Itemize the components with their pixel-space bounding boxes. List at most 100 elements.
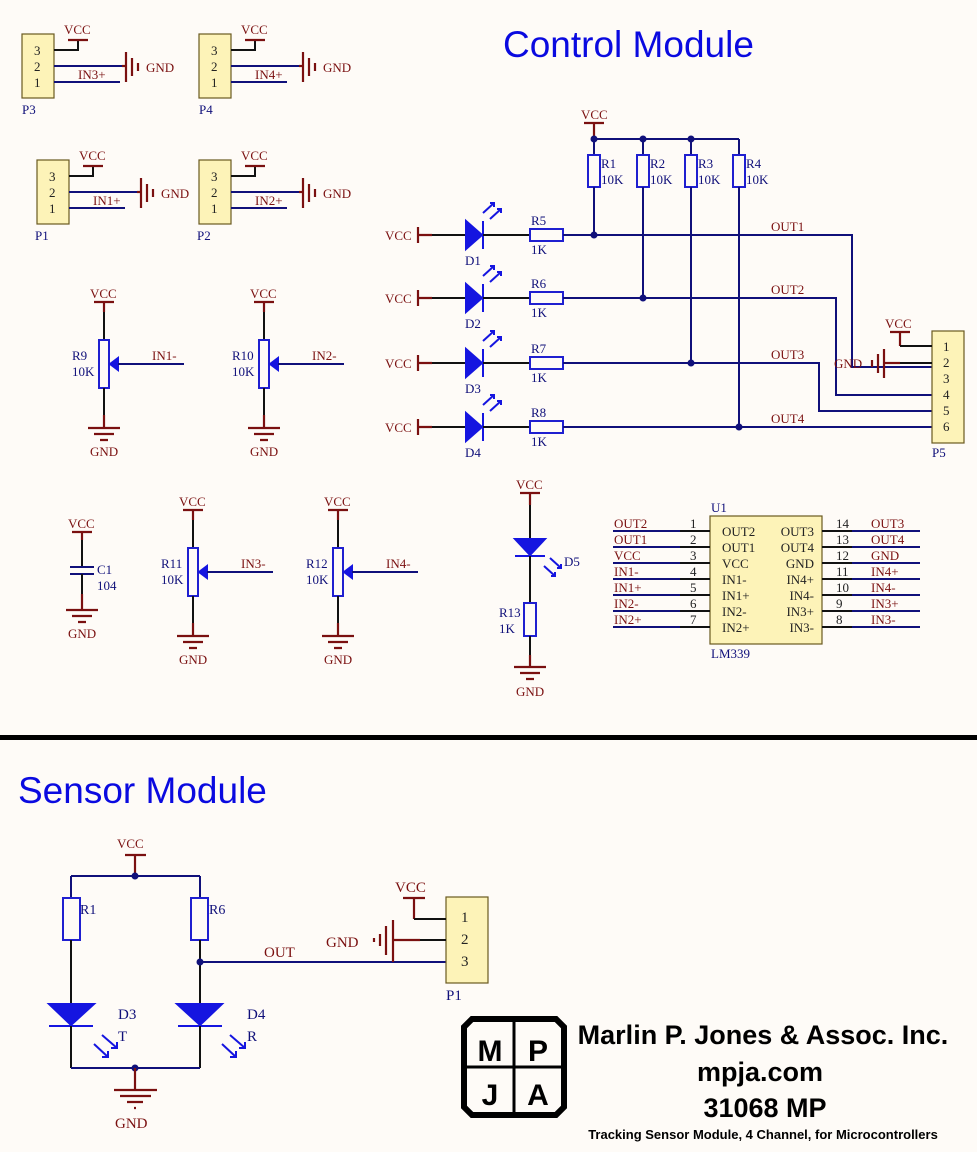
pin-number: 2 — [690, 532, 697, 547]
led-d3-icon — [465, 346, 484, 380]
resistor-r2 — [636, 154, 650, 188]
vcc-label: VCC — [324, 494, 351, 509]
gnd-symbol-icon — [88, 426, 120, 442]
gnd-label: GND — [68, 626, 96, 641]
vcc-label: VCC — [385, 228, 412, 243]
net-label: OUT2 — [614, 516, 647, 531]
logo-letter: M — [478, 1035, 503, 1068]
component-ref: D4 — [247, 1007, 266, 1023]
sensor-resistor-r6 — [190, 897, 209, 941]
resistor-r4 — [732, 154, 746, 188]
connector-ref: P4 — [199, 102, 213, 117]
led-d5-icon — [512, 538, 548, 557]
pin-name: OUT4 — [781, 540, 815, 555]
net-label: OUT — [264, 945, 295, 961]
light-emit-arrows-icon — [482, 265, 502, 283]
vcc-label: VCC — [516, 477, 543, 492]
net-label: IN2- — [614, 596, 639, 611]
component-ref: D5 — [564, 554, 580, 569]
net-label: IN1+ — [614, 580, 642, 595]
pin-label: 4 — [943, 387, 950, 402]
component-value: 10K — [601, 172, 624, 187]
net-label: OUT1 — [614, 532, 647, 547]
component-value: 1K — [499, 621, 516, 636]
pin-label: 3 — [49, 169, 56, 184]
pin-number: 6 — [690, 596, 697, 611]
pin-number: 11 — [836, 564, 849, 579]
ir-receiver-d4-icon — [174, 1003, 225, 1027]
component-ref: R10 — [232, 348, 254, 363]
resistor-r3 — [684, 154, 698, 188]
component-value: LM339 — [711, 646, 750, 661]
component-value: 1K — [531, 242, 548, 257]
led-channel-3: VCC D3 R7 1K OUT3 — [385, 330, 932, 412]
pin-label: 2 — [461, 932, 469, 948]
pin-name: IN3- — [789, 620, 814, 635]
net-label: IN4- — [871, 580, 896, 595]
pin-name: IN3+ — [786, 604, 814, 619]
component-value: 10K — [72, 364, 95, 379]
resistor-r13 — [523, 602, 537, 637]
gnd-label: GND — [326, 935, 359, 951]
led-d4-icon — [465, 410, 484, 444]
connector-ref: P5 — [932, 445, 946, 460]
net-label: IN4+ — [255, 67, 283, 82]
component-ref: R13 — [499, 605, 521, 620]
pin-name: IN4- — [789, 588, 814, 603]
net-label: OUT3 — [871, 516, 904, 531]
gnd-label: GND — [146, 60, 174, 75]
gnd-symbol-icon — [372, 920, 395, 962]
net-label: OUT1 — [771, 219, 804, 234]
input-connector-p3: 3 2 1 P3 VCC GND IN3+ — [21, 22, 174, 117]
vcc-label: VCC — [117, 836, 144, 851]
connector-ref: P3 — [22, 102, 36, 117]
gnd-label: GND — [323, 186, 351, 201]
gnd-symbol-icon — [124, 52, 140, 82]
vcc-label: VCC — [885, 316, 912, 331]
led-channel-1: VCC D1 R5 1K OUT1 — [385, 202, 932, 368]
section-divider — [0, 735, 977, 740]
pin-number: 13 — [836, 532, 849, 547]
power-indicator: VCC D5 R13 1K GND — [499, 477, 580, 699]
wiper-arrow-icon — [108, 356, 119, 372]
pin-label: 2 — [211, 59, 218, 74]
company-website: mpja.com — [697, 1057, 823, 1087]
gnd-symbol-icon — [114, 1088, 157, 1110]
pin-name: IN1- — [722, 572, 747, 587]
resistor-r1 — [587, 154, 601, 188]
sensor-module-title: Sensor Module — [18, 770, 267, 811]
pin-number: 10 — [836, 580, 849, 595]
component-value: 10K — [161, 572, 184, 587]
component-ref: C1 — [97, 562, 112, 577]
component-ref: D4 — [465, 445, 481, 460]
potentiometer-r9: VCC GND IN1- R9 10K — [72, 286, 184, 459]
connector-ref: P1 — [446, 988, 462, 1004]
sensor-circuit: VCC R1 R6 OUT D3 T D4 R GND — [46, 836, 446, 1132]
pin-number: 14 — [836, 516, 850, 531]
resistor-body — [98, 339, 110, 389]
component-ref: D3 — [465, 381, 481, 396]
led-d1-icon — [465, 218, 484, 252]
company-name: Marlin P. Jones & Assoc. Inc. — [578, 1020, 949, 1050]
led-channel-2: VCC D2 R6 1K OUT2 — [385, 265, 932, 396]
connector-body — [445, 896, 489, 984]
component-ref: R8 — [531, 405, 546, 420]
pin-number: 8 — [836, 612, 843, 627]
net-label: VCC — [614, 548, 641, 563]
net-label: IN2+ — [614, 612, 642, 627]
pin-label: 1 — [49, 201, 56, 216]
wiper-arrow-icon — [268, 356, 279, 372]
net-label: IN4- — [386, 556, 411, 571]
logo-letter: P — [528, 1035, 548, 1068]
net-label: IN3- — [241, 556, 266, 571]
input-connector-p4: 3 2 1 P4 VCC GND IN4+ — [198, 22, 351, 117]
vcc-label: VCC — [385, 420, 412, 435]
